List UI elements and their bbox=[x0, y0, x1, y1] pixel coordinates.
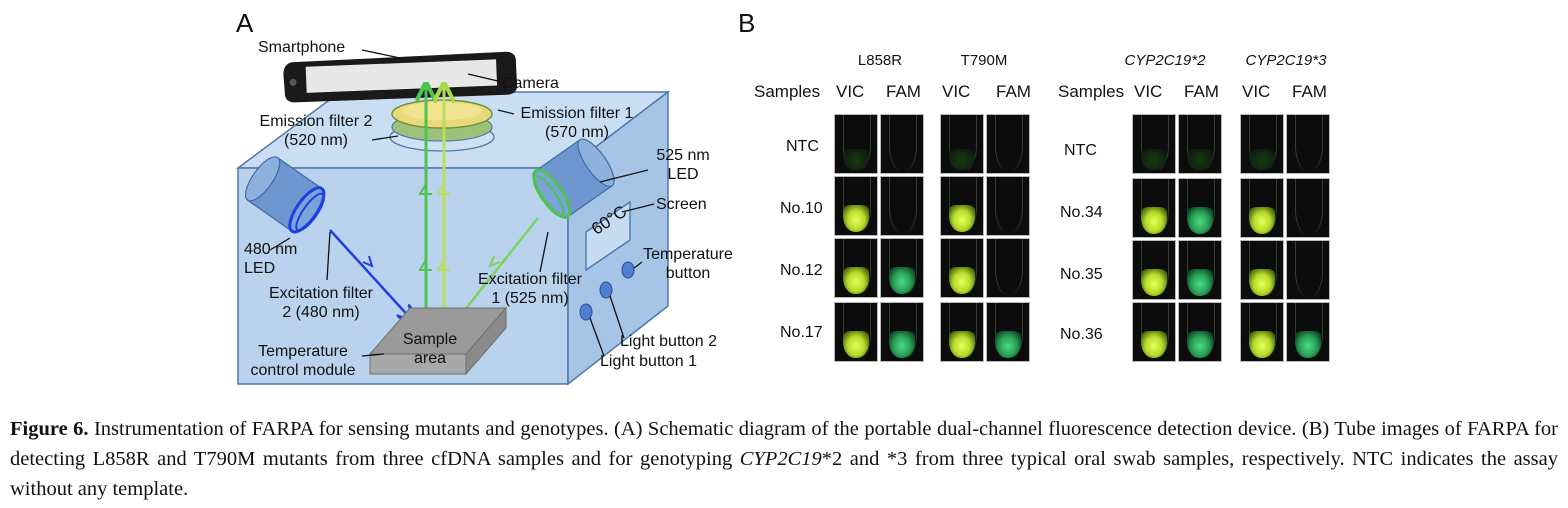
samples-header-right: Samples bbox=[1058, 82, 1125, 101]
device-schematic bbox=[235, 49, 671, 386]
samples-header-left: Samples bbox=[754, 82, 821, 101]
tube-image-right-r2-c3 bbox=[1240, 178, 1284, 238]
label-emission-filter-1: Emission filter 1 (570 nm) bbox=[520, 105, 634, 141]
tube-image-right-r4-c1 bbox=[1132, 302, 1176, 362]
tube-image-left-r4-c2 bbox=[880, 302, 924, 362]
caption-text-2: *2 and *3 from three typical oral swab s… bbox=[10, 448, 1558, 500]
tube-image-left-r3-c1 bbox=[834, 238, 878, 298]
tube-image-right-r3-c4 bbox=[1286, 240, 1330, 300]
label-light-button-2: Light button 2 bbox=[620, 333, 717, 350]
tube-image-right-r2-c2 bbox=[1178, 178, 1222, 238]
tube-image-right-r1-c1 bbox=[1132, 114, 1176, 174]
tube-image-left-r2-c1 bbox=[834, 176, 878, 236]
channel-left-vic-2: VIC bbox=[942, 82, 971, 101]
label-temperature-button: Temperature button bbox=[643, 246, 733, 282]
tube-image-left-r1-c3 bbox=[940, 114, 984, 174]
tube-image-right-r3-c2 bbox=[1178, 240, 1222, 300]
tube-image-left-r2-c2 bbox=[880, 176, 924, 236]
caption-text-1: Instrumentation of FARPA for sensing mut… bbox=[10, 418, 1558, 470]
panel-a-letter: A bbox=[236, 8, 254, 38]
tube-image-left-r1-c4 bbox=[986, 114, 1030, 174]
tube-image-right-r4-c3 bbox=[1240, 302, 1284, 362]
label-light-button-1: Light button 1 bbox=[600, 353, 697, 370]
caption-gene-name: CYP2C19 bbox=[739, 448, 822, 470]
channel-left-vic-1: VIC bbox=[836, 82, 865, 101]
tube-image-right-r4-c4 bbox=[1286, 302, 1330, 362]
tube-image-left-r1-c1 bbox=[834, 114, 878, 174]
label-led-525: 525 nm LED bbox=[656, 147, 710, 183]
tube-image-left-r2-c4 bbox=[986, 176, 1030, 236]
row-label-no35: No.35 bbox=[1060, 266, 1103, 283]
group-label-cyp2c19-2: CYP2C19*2 bbox=[1124, 52, 1206, 69]
tube-image-right-r3-c3 bbox=[1240, 240, 1284, 300]
channel-right-vic-1: VIC bbox=[1134, 82, 1163, 101]
channel-right-vic-2: VIC bbox=[1242, 82, 1271, 101]
light-button-2[interactable] bbox=[599, 281, 613, 299]
figure-caption: Figure 6. Instrumentation of FARPA for s… bbox=[10, 414, 1558, 504]
tube-image-left-r3-c2 bbox=[880, 238, 924, 298]
caption-lead: Figure 6. bbox=[10, 418, 89, 440]
row-label-ntc-right: NTC bbox=[1064, 142, 1097, 159]
tube-image-left-r4-c4 bbox=[986, 302, 1030, 362]
row-label-ntc-left: NTC bbox=[786, 138, 819, 155]
channel-right-fam-2: FAM bbox=[1292, 82, 1327, 101]
tube-image-right-r1-c3 bbox=[1240, 114, 1284, 174]
tube-image-right-r1-c4 bbox=[1286, 114, 1330, 174]
panel-b-letter: B bbox=[738, 8, 756, 38]
tube-image-left-r3-c3 bbox=[940, 238, 984, 298]
label-excitation-filter-2: Excitation filter 2 (480 nm) bbox=[268, 285, 374, 321]
label-smartphone: Smartphone bbox=[258, 39, 346, 56]
channel-right-fam-1: FAM bbox=[1184, 82, 1219, 101]
group-label-cyp2c19-3: CYP2C19*3 bbox=[1245, 52, 1327, 69]
tube-image-right-r4-c2 bbox=[1178, 302, 1222, 362]
label-led-480: 480 nm LED bbox=[244, 241, 298, 277]
device-screen bbox=[585, 200, 631, 272]
row-label-no10: No.10 bbox=[780, 200, 823, 217]
tube-image-left-r2-c3 bbox=[940, 176, 984, 236]
label-excitation-filter-1: Excitation filter 1 (525 nm) bbox=[477, 271, 583, 307]
label-sample-area: Sample area bbox=[402, 331, 458, 367]
row-label-no17: No.17 bbox=[780, 324, 823, 341]
tube-image-left-r4-c1 bbox=[834, 302, 878, 362]
tube-image-left-r4-c3 bbox=[940, 302, 984, 362]
channel-left-fam-2: FAM bbox=[996, 82, 1031, 101]
tube-image-right-r2-c1 bbox=[1132, 178, 1176, 238]
tube-image-right-r2-c4 bbox=[1286, 178, 1330, 238]
row-label-no36: No.36 bbox=[1060, 326, 1103, 343]
label-screen: Screen bbox=[656, 196, 707, 213]
group-label-l858r: L858R bbox=[857, 52, 903, 69]
label-camera: Camera bbox=[502, 75, 559, 92]
channel-left-fam-1: FAM bbox=[886, 82, 921, 101]
tube-image-right-r3-c1 bbox=[1132, 240, 1176, 300]
label-temperature-control-module: Temperature control module bbox=[250, 343, 356, 379]
tube-image-left-r1-c2 bbox=[880, 114, 924, 174]
row-label-no12: No.12 bbox=[780, 262, 823, 279]
temperature-button[interactable] bbox=[621, 261, 635, 279]
group-label-t790m: T790M bbox=[960, 52, 1008, 69]
led-480 bbox=[244, 156, 326, 234]
led-525 bbox=[532, 138, 615, 219]
tube-image-left-r3-c4 bbox=[986, 238, 1030, 298]
row-label-no34: No.34 bbox=[1060, 204, 1103, 221]
tube-image-right-r1-c2 bbox=[1178, 114, 1222, 174]
light-button-1[interactable] bbox=[579, 303, 593, 321]
label-emission-filter-2: Emission filter 2 (520 nm) bbox=[259, 113, 373, 149]
